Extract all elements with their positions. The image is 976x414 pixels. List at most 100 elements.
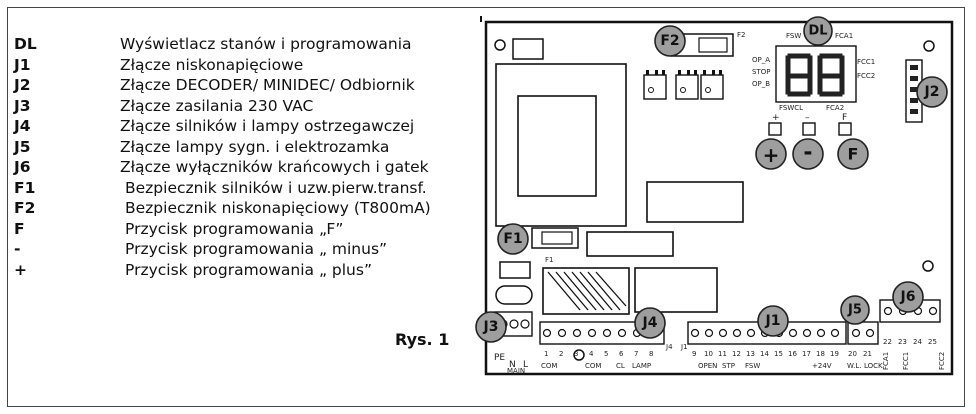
terminal-number: 23 [898,338,907,346]
j1-tag-silk: J1 [680,343,688,351]
j4-tag-silk: J4 [665,343,673,351]
callout-j6: J6 [892,281,924,313]
button-minus-switch[interactable] [802,122,816,136]
callout-plus-text: + [763,143,780,167]
button-f-switch[interactable] [838,122,852,136]
fcc2-vert-silk: FCC2 [938,352,946,370]
legend-desc: Złącze niskonapięciowe [120,55,304,74]
v24-silk: +24V [812,362,832,370]
ic-pins [646,70,722,75]
ic-dot [680,87,686,93]
callout-j5: J5 [840,295,870,325]
callout-f[interactable]: F [837,138,869,170]
ic-chip [643,74,667,100]
btn-f-silk: F [842,113,847,123]
callout-f2: F2 [654,25,686,57]
terminal-number: 3 [574,350,578,358]
callout-plus[interactable]: + [755,138,787,170]
terminal-number: 10 [704,350,713,358]
legend-desc: Przycisk programowania „ plus” [125,260,372,279]
legend-row-f1: F1 Bezpiecznik silników i uzw.pierw.trans… [14,178,484,199]
stp-silk: STP [722,362,735,370]
callout-j1-text: J1 [765,313,781,329]
lock-silk: LOCK [864,362,883,370]
legend-code: + [14,260,27,279]
terminal-number: 22 [883,338,892,346]
terminal-number: 13 [746,350,755,358]
terminal-number: 15 [774,350,783,358]
terminal-number: 25 [928,338,937,346]
terminal-number: 8 [649,350,653,358]
legend-row-j6: J6 Złącze wyłączników krańcowych i gatek [14,157,484,178]
legend-desc: Złącze silników i lampy ostrzegawczej [120,117,415,135]
n-silk: N [509,360,516,370]
callout-minus-text: - [803,141,812,166]
com-silk: COM [585,362,601,370]
callout-j3: J3 [475,311,507,343]
legend-code: DL [14,35,37,53]
open-silk: OPEN [698,362,717,370]
figure-caption: Rys. 1 [395,330,450,349]
mounting-hole [923,40,935,52]
button-plus-switch[interactable] [768,122,782,136]
stop-silk: STOP [752,68,770,76]
legend-code: J6 [14,158,31,176]
ic-dot [705,87,711,93]
fuse-f2 [698,37,728,53]
callout-minus[interactable]: - [792,138,824,170]
terminal-number: 2 [559,350,563,358]
terminal-number: 12 [732,350,741,358]
legend-code: J1 [14,55,31,74]
terminal-number: 9 [692,350,696,358]
component-block [646,181,744,223]
terminal-number: 11 [718,350,727,358]
terminal-number: 21 [863,350,872,358]
mounting-hole [573,349,585,361]
seven-seg-digit [785,53,813,97]
connector-j4 [539,321,665,345]
terminal-number: 6 [619,350,624,358]
terminal-number: 24 [913,338,922,346]
opa-silk: OP_A [752,56,770,64]
terminal-number: 19 [830,350,839,358]
main-silk: MAIN [507,367,525,375]
legend-desc: Złącze lampy sygn. i elektrozamka [120,137,390,156]
legend-desc: Złącze wyłączników krańcowych i gatek [120,158,429,176]
pe-silk: PE [494,353,505,363]
legend-desc: Przycisk programowania „ minus” [125,240,388,258]
fsw-b-silk: FSW [745,362,760,370]
terminal-number: 20 [848,350,857,358]
fca1-silk: FCA1 [835,32,853,40]
legend-desc: Złącze DECODER/ MINIDEC/ Odbiornik [120,76,415,94]
seven-seg-digit [817,53,845,97]
terminal-number: 4 [589,350,594,358]
relay-coil [547,271,627,311]
callout-dl: DL [803,16,833,46]
terminal-number: 5 [604,350,608,358]
j2-pins [910,65,918,114]
j1-numbers: 9 10 11 12 13 14 15 16 17 18 19 [692,350,839,358]
legend-code: F1 [14,178,36,197]
component-block [512,38,544,60]
legend-desc: Bezpiecznik silników i uzw.pierw.transf. [125,178,427,197]
ic-chip [700,74,724,100]
legend-desc: Złącze zasilania 230 VAC [120,96,314,115]
legend-code: F [14,219,25,238]
fcc2-silk: FCC2 [857,72,875,80]
opb-silk: OP_B [752,80,770,88]
terminal-number: 16 [788,350,797,358]
legend-code: J4 [14,117,31,135]
lamp-silk: LAMP [632,362,651,370]
ic-chip [675,74,699,100]
legend-code: J5 [14,137,31,156]
fcc1-silk: FCC1 [857,58,875,66]
mounting-hole [494,39,506,51]
pcb-mark [480,16,482,22]
callout-j4-text: J4 [642,315,658,331]
